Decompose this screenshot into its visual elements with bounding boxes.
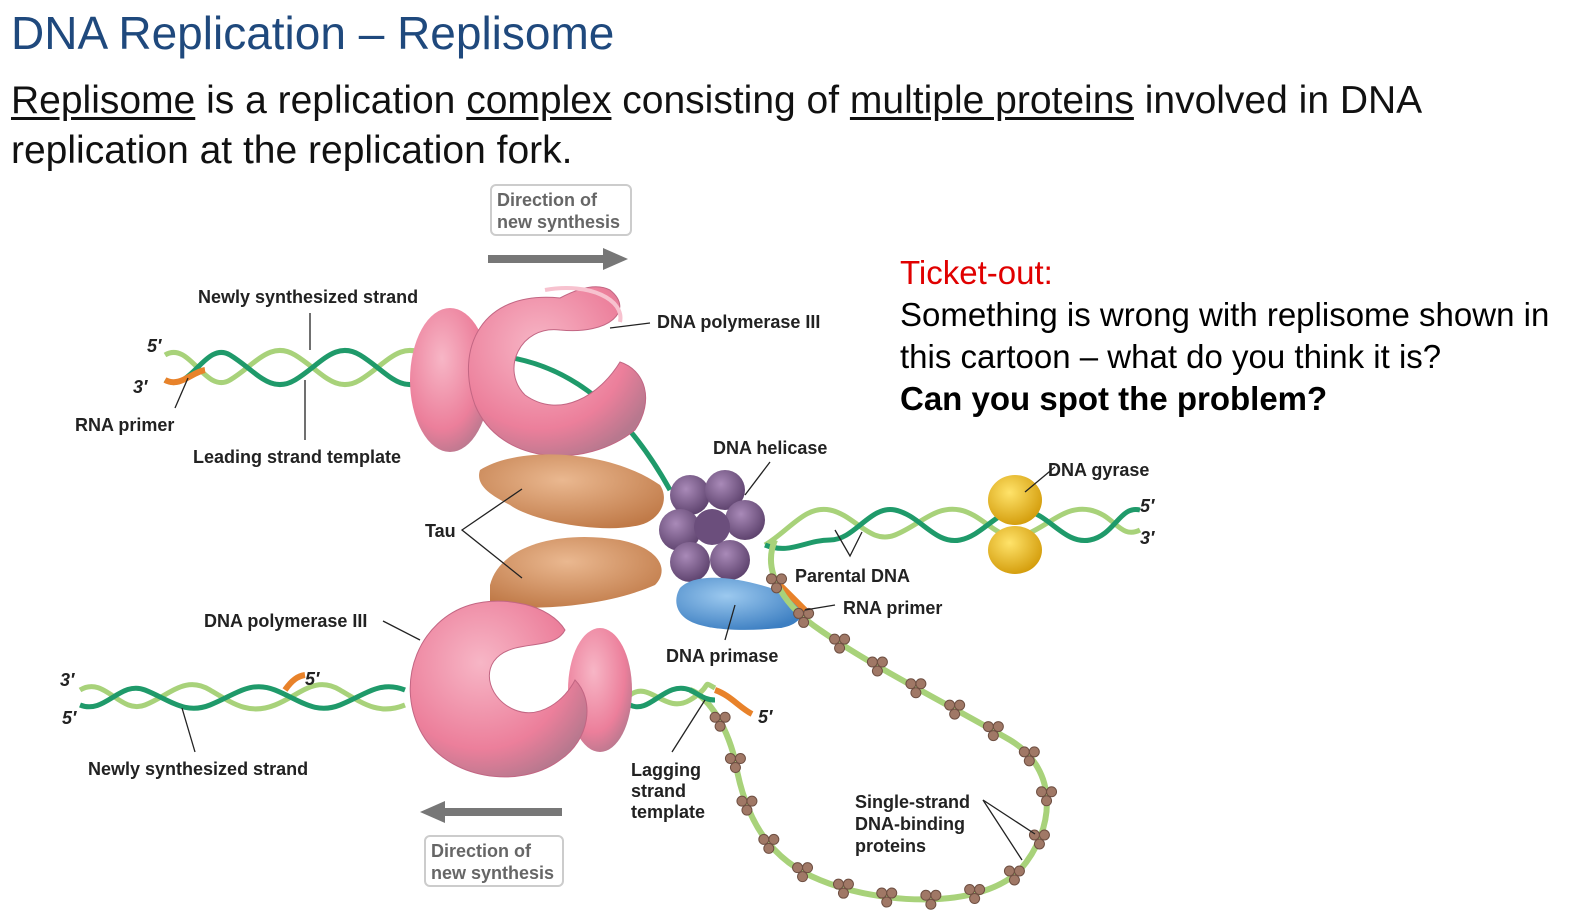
label-gyrase: DNA gyrase — [1048, 460, 1149, 480]
label-lagging-2: strand — [631, 781, 686, 801]
term-complex: complex — [466, 79, 612, 122]
lagging-helix — [78, 672, 754, 717]
ssb-bead — [905, 678, 927, 699]
ticket-heading: Ticket-out: — [900, 254, 1053, 291]
label-rna-primer-top: RNA primer — [75, 415, 174, 435]
label-5prime-a: 5′ — [147, 336, 162, 356]
ssb-bead — [724, 753, 746, 774]
dna-helicase — [659, 470, 765, 582]
label-pol-bottom: DNA polymerase III — [204, 611, 367, 631]
page-title: DNA Replication – Replisome — [11, 7, 615, 59]
ssb-bead — [1018, 746, 1040, 767]
right-arrow-icon — [488, 248, 628, 270]
ssb-bead — [832, 878, 854, 899]
label-5prime-e: 5′ — [758, 707, 773, 727]
svg-text:new synthesis: new synthesis — [497, 212, 620, 232]
ssb-bead — [866, 656, 888, 677]
dna-polymerase-bottom — [409, 600, 632, 778]
ssb-bead — [876, 887, 898, 908]
ssb-bead — [1003, 865, 1025, 886]
ssb-bead — [982, 721, 1004, 742]
label-rna-primer-mid: RNA primer — [843, 598, 942, 618]
label-lagging-1: Lagging — [631, 760, 701, 780]
ssb-bead — [792, 862, 814, 883]
ticket-question: Can you spot the problem? — [900, 380, 1328, 417]
ssb-bead — [766, 573, 788, 594]
term-replisome: Replisome — [11, 79, 196, 122]
label-newly-synth-top: Newly synthesized strand — [198, 287, 418, 307]
dna-gyrase — [988, 475, 1042, 574]
label-3prime-b: 3′ — [1140, 528, 1155, 548]
label-ssb-1: Single-strand — [855, 792, 970, 812]
ssb-bead — [736, 795, 758, 816]
dna-primase — [676, 577, 808, 630]
leader-lines — [174, 313, 1056, 861]
label-newly-synth-bottom: Newly synthesized strand — [88, 759, 308, 779]
svg-text:new synthesis: new synthesis — [431, 863, 554, 883]
svg-text:Direction of: Direction of — [431, 841, 532, 861]
label-5prime-b: 5′ — [1140, 496, 1155, 516]
ssb-bead — [1028, 829, 1050, 850]
label-primase: DNA primase — [666, 646, 778, 666]
direction-top-box: Direction of new synthesis — [490, 184, 632, 236]
definition-text: Replisome is a replication complex consi… — [11, 79, 1421, 172]
label-leading-template: Leading strand template — [193, 447, 401, 467]
ssb-bead — [1036, 786, 1058, 807]
ssb-bead — [758, 833, 780, 854]
ticket-body: Something is wrong with replisome shown … — [900, 296, 1550, 375]
direction-bottom-box: Direction of new synthesis — [424, 835, 564, 887]
label-ssb-3: proteins — [855, 836, 926, 856]
ticket-out-box: Ticket-out: Something is wrong with repl… — [900, 252, 1570, 420]
label-lagging-3: template — [631, 802, 705, 822]
ssb-bead — [709, 711, 731, 732]
dna-polymerase-top — [410, 286, 647, 457]
ssb-bead — [829, 633, 851, 654]
svg-text:Direction of: Direction of — [497, 190, 598, 210]
term-multiple-proteins: multiple proteins — [849, 79, 1134, 122]
ssb-proteins — [709, 573, 1058, 910]
label-5prime-c: 5′ — [305, 669, 320, 689]
label-3prime-c: 3′ — [60, 670, 75, 690]
label-ssb-2: DNA-binding — [855, 814, 965, 834]
label-helicase: DNA helicase — [713, 438, 827, 458]
label-tau: Tau — [425, 521, 456, 541]
left-arrow-icon — [420, 801, 562, 823]
parental-helix — [763, 506, 1142, 551]
label-parental: Parental DNA — [795, 566, 910, 586]
label-pol-top: DNA polymerase III — [657, 312, 820, 332]
tau-protein — [479, 454, 664, 608]
label-3prime-a: 3′ — [133, 377, 148, 397]
label-5prime-d: 5′ — [62, 708, 77, 728]
ssb-bead — [964, 884, 986, 905]
ssb-bead — [920, 889, 942, 910]
ssb-bead — [793, 607, 815, 628]
ssb-bead — [944, 699, 966, 720]
